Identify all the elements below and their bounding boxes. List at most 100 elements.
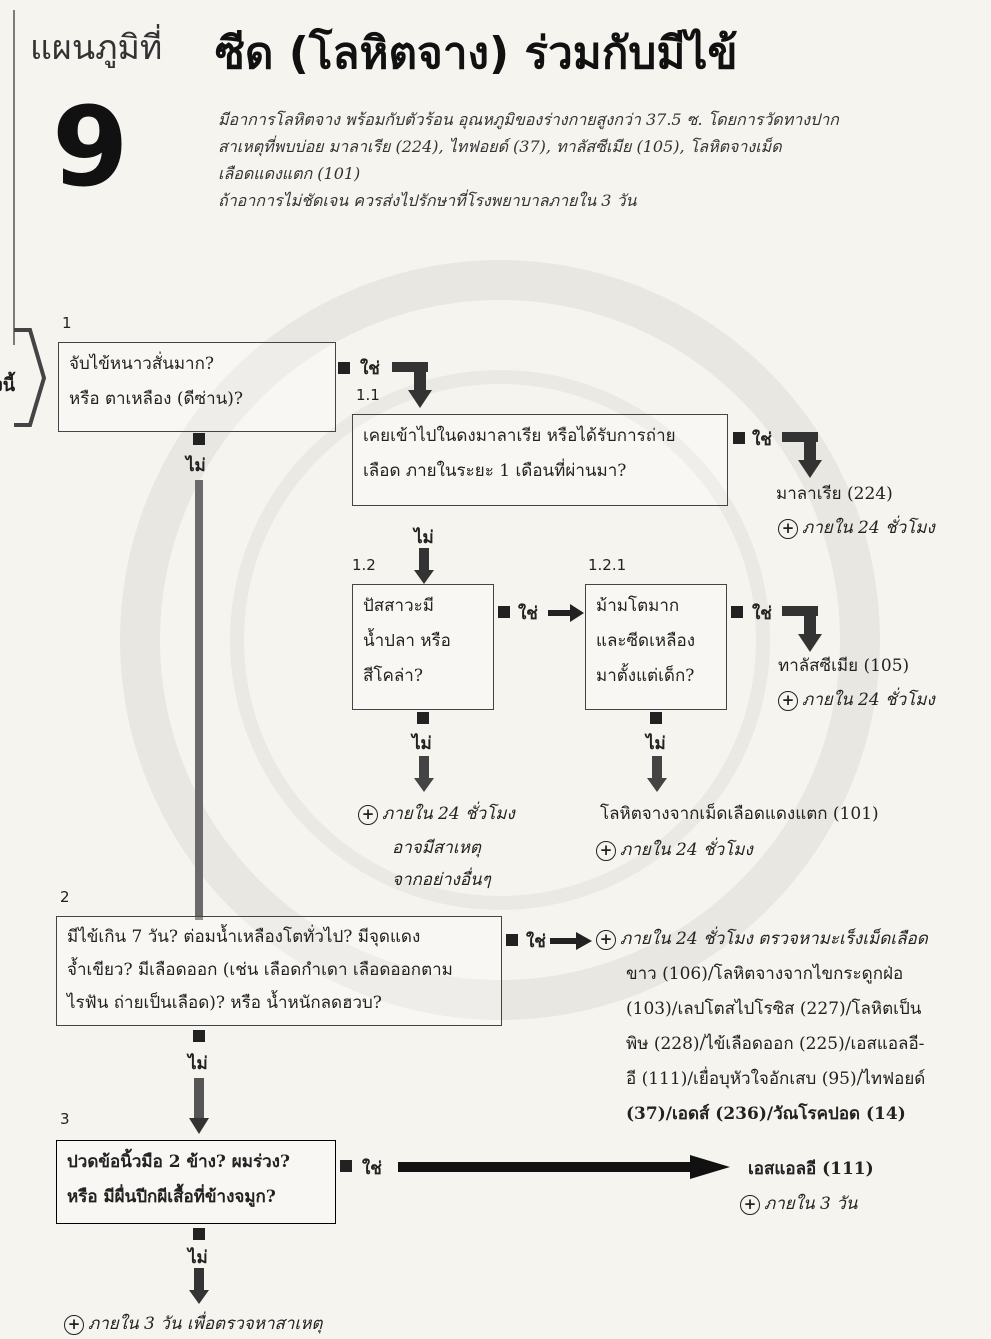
chart-label: แผนภูมิที่ (30, 28, 163, 68)
step-2-line-3: ไรฟัน ถ่ายเป็นเลือด)? หรือ น้ำหนักลดฮวบ? (67, 993, 382, 1013)
step-2-question: มีไข้เกิน 7 วัน? ต่อมน้ำเหลืองโตทั่วไป? … (56, 916, 502, 1026)
step-2-result-line-3: (103)/เลปโตสไปโรซิส (227)/โลหิตเป็น (626, 999, 922, 1019)
plus-circle-icon: + (740, 1194, 760, 1215)
step-2-result-line-5: อี (111)/เยื่อบุหัวใจอักเสบ (95)/ไทฟอยด์ (626, 1069, 926, 1089)
final-time: +ภายใน 3 วัน เพื่อตรวจหาสาเหตุ (64, 1310, 322, 1337)
step-2-no-arrow (189, 1078, 209, 1134)
step-1-2-no-marker (417, 712, 429, 724)
step-1-1-no-arrow (414, 548, 434, 584)
step-1-2-1-time: +ภายใน 24 ชั่วโมง (778, 686, 935, 713)
step-1-2-yes-marker (498, 606, 510, 618)
step-1-question: จับไข้หนาวสั่นมาก? หรือ ตาเหลือง (ดีซ่าน… (58, 342, 336, 432)
step-1-1-yes-marker (733, 432, 745, 444)
step-1-2-no-arrow (414, 756, 434, 792)
step-1-2-no-label: ไม่ (412, 734, 432, 754)
step-1-2-1-no-time-text: ภายใน 24 ชั่วโมง (620, 840, 753, 860)
step-1-no-label: ไม่ (186, 456, 206, 476)
step-1-2-1-no-label: ไม่ (646, 734, 666, 754)
step-1-2-1-line-2: และซีดเหลือง (596, 631, 696, 651)
plus-circle-icon: + (778, 518, 798, 539)
step-3-number: 3 (60, 1110, 70, 1128)
step-1-1-time: +ภายใน 24 ชั่วโมง (778, 514, 935, 541)
step-1-2-line-2: น้ำปลา หรือ (363, 631, 451, 651)
plus-circle-icon: + (778, 690, 798, 711)
step-1-1-line-1: เคยเข้าไปในดงมาลาเรีย หรือได้รับการถ่าย (363, 426, 676, 446)
step-1-2-number: 1.2 (352, 556, 376, 574)
step-3-yes-marker (340, 1160, 352, 1172)
step-3-question: ปวดข้อนิ้วมือ 2 ข้าง? ผมร่วง? หรือ มีผื่… (56, 1140, 336, 1224)
step-1-1-result: มาลาเรีย (224) (776, 484, 893, 504)
intro-line-4: ถ้าอาการไม่ชัดเจน ควรส่งไปรักษาที่โรงพยา… (218, 191, 637, 210)
step-3-no-label: ไม่ (188, 1248, 208, 1268)
chart-number: 9 (52, 83, 129, 211)
step-1-1-number: 1.1 (356, 386, 380, 404)
step-1-1-question: เคยเข้าไปในดงมาลาเรีย หรือได้รับการถ่าย … (352, 414, 728, 506)
step-3-no-arrow (189, 1268, 209, 1304)
step-2-result: +ภายใน 24 ชั่วโมง ตรวจหามะเร็งเม็ดเลือด … (596, 922, 986, 1132)
step-3-line-2: หรือ มีผื่นปีกผีเสื้อที่ข้างจมูก? (67, 1187, 276, 1207)
intro-line-3: เลือดแดงแตก (101) (218, 164, 361, 183)
step-2-result-line-1: ตรวจหามะเร็งเม็ดเลือด (758, 929, 928, 949)
plus-circle-icon: + (596, 929, 616, 950)
step-1-no-marker (193, 433, 205, 445)
step-1-2-1-no-marker (650, 712, 662, 724)
step-1-2-time: +ภายใน 24 ชั่วโมง (358, 800, 515, 827)
step-1-2-1-number: 1.2.1 (588, 556, 627, 574)
step-2-yes-marker (506, 934, 518, 946)
step-1-2-1-no-result: โลหิตจางจากเม็ดเลือดแดงแตก (101) (600, 804, 879, 824)
step-1-1-yes-label: ใช่ (752, 430, 772, 450)
step-1-line-1: จับไข้หนาวสั่นมาก? (69, 354, 214, 374)
step-1-1-yes-arrow (782, 432, 822, 478)
step-1-2-1-yes-arrow (782, 606, 822, 652)
final-time-text: ภายใน 3 วัน เพื่อตรวจหาสาเหตุ (88, 1314, 323, 1334)
plus-circle-icon: + (596, 840, 616, 861)
step-1-2-line-3: สีโคล่า? (363, 666, 423, 686)
step-3-no-marker (193, 1228, 205, 1240)
step-2-number: 2 (60, 888, 70, 906)
step-1-number: 1 (62, 314, 72, 332)
step-1-2-yes-label: ใช่ (518, 604, 538, 624)
step-2-line-2: จ้ำเขียว? มีเลือดออก (เช่น เลือดกำเดา เล… (67, 960, 453, 980)
step-1-yes-marker (338, 362, 350, 374)
step-3-line-1: ปวดข้อนิ้วมือ 2 ข้าง? ผมร่วง? (67, 1152, 290, 1172)
intro-line-1: มีอาการโลหิตจาง พร้อมกับตัวร้อน อุณหภูมิ… (218, 110, 839, 129)
step-1-2-line-1: ปัสสาวะมี (363, 596, 434, 616)
step-1-2-question: ปัสสาวะมี น้ำปลา หรือ สีโคล่า? (352, 584, 494, 710)
step-1-2-1-time-text: ภายใน 24 ชั่วโมง (802, 690, 935, 710)
intro-line-2: สาเหตุที่พบบ่อย มาลาเรีย (224), ไทฟอยด์ … (218, 137, 782, 156)
step-2-time-text: ภายใน 24 ชั่วโมง (620, 929, 753, 949)
step-1-2-1-no-arrow (647, 756, 667, 792)
step-1-yes-label: ใช่ (360, 359, 380, 379)
step-2-result-line-2: ขาว (106)/โลหิตจางจากไขกระดูกฝ่อ (626, 964, 904, 984)
step-1-1-no-label: ไม่ (414, 528, 434, 548)
step-3-time: +ภายใน 3 วัน (740, 1190, 857, 1217)
step-2-line-1: มีไข้เกิน 7 วัน? ต่อมน้ำเหลืองโตทั่วไป? … (67, 927, 421, 947)
plus-circle-icon: + (64, 1314, 84, 1335)
page-title: ซีด (โลหิตจาง) ร่วมกับมีไข้ (215, 28, 738, 79)
step-2-yes-label: ใช่ (526, 932, 546, 952)
step-1-2-note-2: จากอย่างอื่นๆ (392, 870, 491, 890)
step-1-2-1-yes-label: ใช่ (752, 604, 772, 624)
step-3-yes-label: ใช่ (362, 1159, 382, 1179)
intro-text: มีอาการโลหิตจาง พร้อมกับตัวร้อน อุณหภูมิ… (218, 106, 983, 214)
step-3-result: เอสแอลอี (111) (748, 1159, 874, 1179)
step-1-2-note-1: อาจมีสาเหตุ (392, 838, 481, 858)
step-2-result-line-4: พิษ (228)/ไข้เลือดออก (225)/เอสแอลอี- (626, 1034, 925, 1054)
plus-circle-icon: + (358, 804, 378, 825)
step-1-1-time-text: ภายใน 24 ชั่วโมง (802, 518, 935, 538)
step-1-line-2: หรือ ตาเหลือง (ดีซ่าน)? (69, 389, 244, 409)
step-1-2-1-line-3: มาตั้งแต่เด็ก? (596, 666, 695, 686)
step-1-2-1-question: ม้ามโตมาก และซีดเหลือง มาตั้งแต่เด็ก? (585, 584, 727, 710)
step-1-2-1-line-1: ม้ามโตมาก (596, 596, 680, 616)
step-1-yes-arrow (392, 362, 432, 408)
step-2-no-marker (193, 1030, 205, 1042)
start-label: งนี้ (0, 375, 16, 396)
step-1-2-1-result: ทาลัสซีเมีย (105) (778, 656, 910, 676)
step-3-time-text: ภายใน 3 วัน (764, 1194, 858, 1214)
step-1-2-1-yes-marker (731, 606, 743, 618)
step-1-2-time-text: ภายใน 24 ชั่วโมง (382, 804, 515, 824)
step-1-1-line-2: เลือด ภายในระยะ 1 เดือนที่ผ่านมา? (363, 461, 627, 481)
step-2-no-label: ไม่ (188, 1054, 208, 1074)
step-2-result-line-6: (37)/เอดส์ (236)/วัณโรคปอด (14) (626, 1104, 906, 1124)
